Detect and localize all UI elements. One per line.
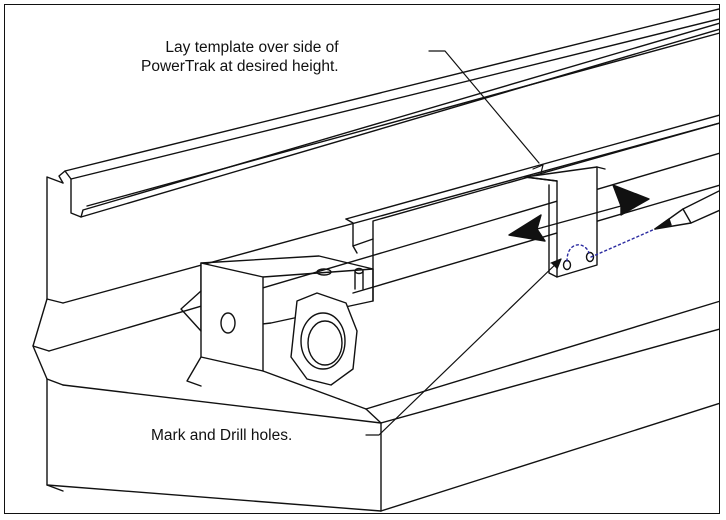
inner-lip: [345, 114, 719, 302]
slide-arrow: [508, 184, 650, 242]
leader-lines: [365, 50, 562, 436]
channel-bottom: [338, 300, 719, 512]
template-piece: [524, 166, 656, 278]
illustration-frame: Lay template over side of PowerTrak at d…: [4, 4, 720, 514]
mark-drill-callout: Mark and Drill holes.: [151, 427, 293, 444]
hex-nut: [290, 292, 358, 386]
template-callout: Lay template over side of PowerTrak at d…: [141, 38, 339, 76]
template-callout-line2: PowerTrak at desired height.: [141, 58, 339, 75]
template-callout-line1: Lay template over side of: [165, 39, 339, 56]
channel-profile: [32, 122, 719, 512]
powertrak-drawing: [32, 8, 719, 512]
pencil: [654, 190, 719, 230]
trolley-block: [180, 255, 374, 400]
